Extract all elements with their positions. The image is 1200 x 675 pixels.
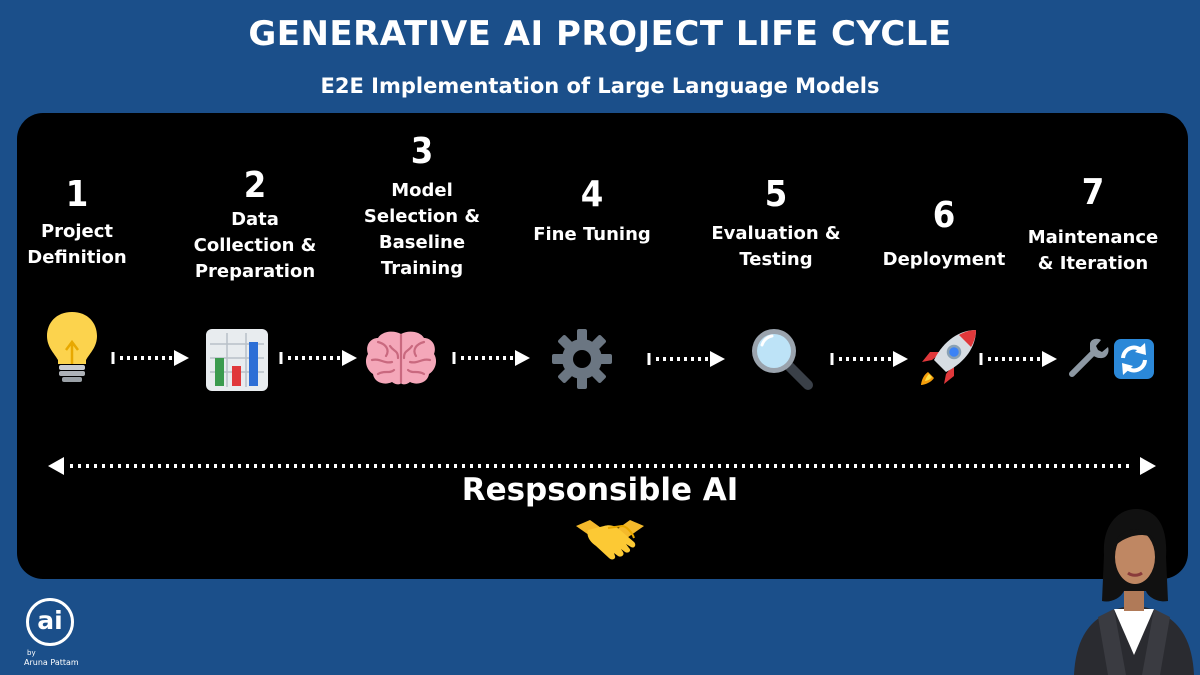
flow-arrow-6-7 — [979, 351, 1057, 367]
step-3-number: 3 — [410, 131, 434, 172]
step-4-number: 4 — [580, 174, 604, 215]
logo-by-text: by — [27, 649, 36, 657]
handshake-icon — [576, 520, 644, 560]
bar-chart-icon — [206, 329, 268, 391]
author-name: Aruna Pattam — [24, 658, 79, 667]
lightbulb-icon — [47, 312, 97, 382]
rocket-icon — [921, 330, 976, 385]
step-6-number: 6 — [932, 195, 956, 236]
flow-arrow-1-2 — [111, 350, 189, 366]
step-6-label: Deployment — [882, 249, 1006, 270]
responsible-ai-label: Respsonsible AI — [461, 472, 739, 508]
responsible-ai-double-arrow — [48, 457, 1156, 475]
presenter-avatar — [1074, 509, 1194, 675]
step-7-number: 7 — [1081, 172, 1105, 213]
wrench-refresh-icon — [1069, 338, 1154, 379]
flow-arrow-5-6 — [830, 351, 908, 367]
page-subtitle: E2E Implementation of Large Language Mod… — [320, 74, 880, 98]
flow-arrow-2-3 — [279, 350, 357, 366]
step-2-number: 2 — [243, 165, 267, 206]
page-title: GENERATIVE AI PROJECT LIFE CYCLE — [248, 14, 952, 54]
flow-arrow-3-4 — [452, 350, 530, 366]
step-5-label: Evaluation &Testing — [711, 223, 841, 270]
step-4-label: Fine Tuning — [533, 224, 651, 245]
step-7-label: Maintenance& Iteration — [1027, 227, 1159, 274]
ai-logo: ai — [26, 598, 74, 646]
brain-icon — [365, 331, 437, 385]
flow-arrow-4-5 — [647, 351, 725, 367]
step-1-number: 1 — [65, 174, 89, 215]
gear-icon — [552, 329, 612, 389]
step-5-number: 5 — [764, 174, 788, 215]
magnifying-glass-icon — [752, 329, 813, 390]
